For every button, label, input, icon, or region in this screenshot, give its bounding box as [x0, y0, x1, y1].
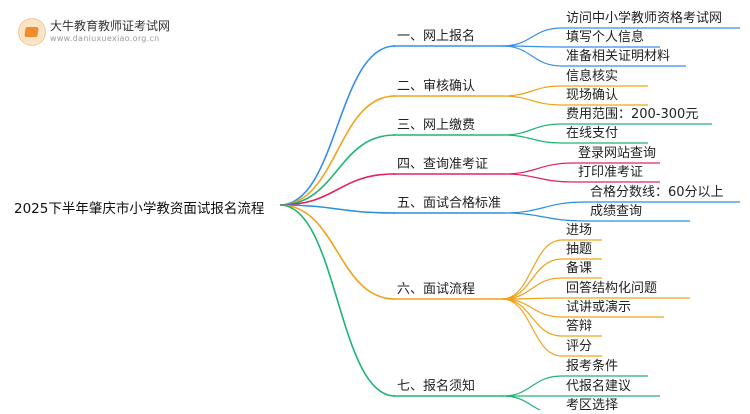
leaf-link-5-1: [501, 201, 587, 214]
leaf-node[interactable]: 报考条件: [566, 359, 619, 374]
leaf-node[interactable]: 答辩: [566, 319, 593, 334]
leaf-node[interactable]: 进场: [566, 223, 593, 238]
leaf-link-6-6: [501, 298, 563, 337]
branch-node-6[interactable]: 六、面试流程: [397, 282, 476, 297]
leaf-link-5-2: [501, 212, 587, 222]
site-logo[interactable]: 大牛教育教师证考试网 www.daniuxuexiao.org.cn: [14, 14, 170, 48]
leaf-link-1-3: [501, 45, 563, 67]
leaf-link-4-2: [501, 173, 575, 183]
leaf-node[interactable]: 评分: [566, 339, 593, 354]
leaf-link-2-1: [501, 85, 563, 97]
branch-link-5: [279, 204, 396, 214]
leaf-link-4-1: [501, 162, 575, 175]
leaf-link-7-3: [501, 395, 542, 410]
leaf-node[interactable]: 成绩查询: [590, 204, 643, 219]
leaf-link-6-1: [501, 239, 563, 300]
leaf-link-3-2: [501, 134, 563, 144]
leaf-node[interactable]: 代报名建议: [566, 379, 632, 394]
leaf-node[interactable]: 填写个人信息: [566, 30, 645, 45]
leaf-link-6-5: [501, 298, 563, 318]
logo-url: www.daniuxuexiao.org.cn: [50, 34, 160, 43]
branch-link-3: [279, 134, 396, 206]
leaf-node[interactable]: 试讲或演示: [566, 300, 632, 315]
branch-node-7[interactable]: 七、报名须知: [397, 379, 476, 394]
leaf-link-6-3: [501, 277, 563, 300]
branch-node-1[interactable]: 一、网上报名: [397, 29, 476, 44]
leaf-node[interactable]: 备课: [566, 261, 593, 276]
leaf-node[interactable]: 在线支付: [566, 126, 619, 141]
logo-name: 大牛教育教师证考试网: [50, 19, 171, 33]
leaf-link-2-2: [501, 95, 563, 106]
leaf-node[interactable]: 准备相关证明材料: [566, 49, 671, 64]
leaf-link-1-1: [501, 27, 563, 47]
leaf-link-3-1: [501, 123, 563, 136]
leaf-node[interactable]: 考区选择: [566, 398, 619, 413]
branch-link-6: [279, 204, 396, 300]
leaf-node[interactable]: 信息核实: [566, 69, 619, 84]
branch-node-3[interactable]: 三、网上缴费: [397, 118, 476, 133]
leaf-node[interactable]: 费用范围：200-300元: [566, 107, 699, 122]
branch-link-7: [279, 204, 396, 397]
leaf-link-7-1: [501, 375, 563, 397]
leaf-node[interactable]: 登录网站查询: [578, 146, 657, 161]
branch-link-1: [279, 45, 396, 206]
leaf-node[interactable]: 抽题: [566, 242, 593, 257]
leaf-node[interactable]: 访问中小学教师资格考试网: [566, 11, 723, 26]
branch-node-4[interactable]: 四、查询准考证: [397, 157, 489, 172]
branch-link-2: [279, 95, 396, 206]
leaf-link-6-7: [501, 298, 563, 357]
branch-link-4: [279, 173, 396, 206]
leaf-node[interactable]: 打印准考证: [578, 165, 644, 180]
book-badge-icon: [18, 18, 46, 46]
branch-node-2[interactable]: 二、审核确认: [397, 79, 476, 94]
root-topic: 2025下半年肇庆市小学教资面试报名流程: [14, 201, 265, 217]
leaf-node[interactable]: 合格分数线：60分以上: [590, 185, 724, 200]
leaf-node[interactable]: 回答结构化问题: [566, 281, 658, 296]
branch-node-5[interactable]: 五、面试合格标准: [397, 196, 502, 211]
leaf-node[interactable]: 现场确认: [566, 88, 619, 103]
